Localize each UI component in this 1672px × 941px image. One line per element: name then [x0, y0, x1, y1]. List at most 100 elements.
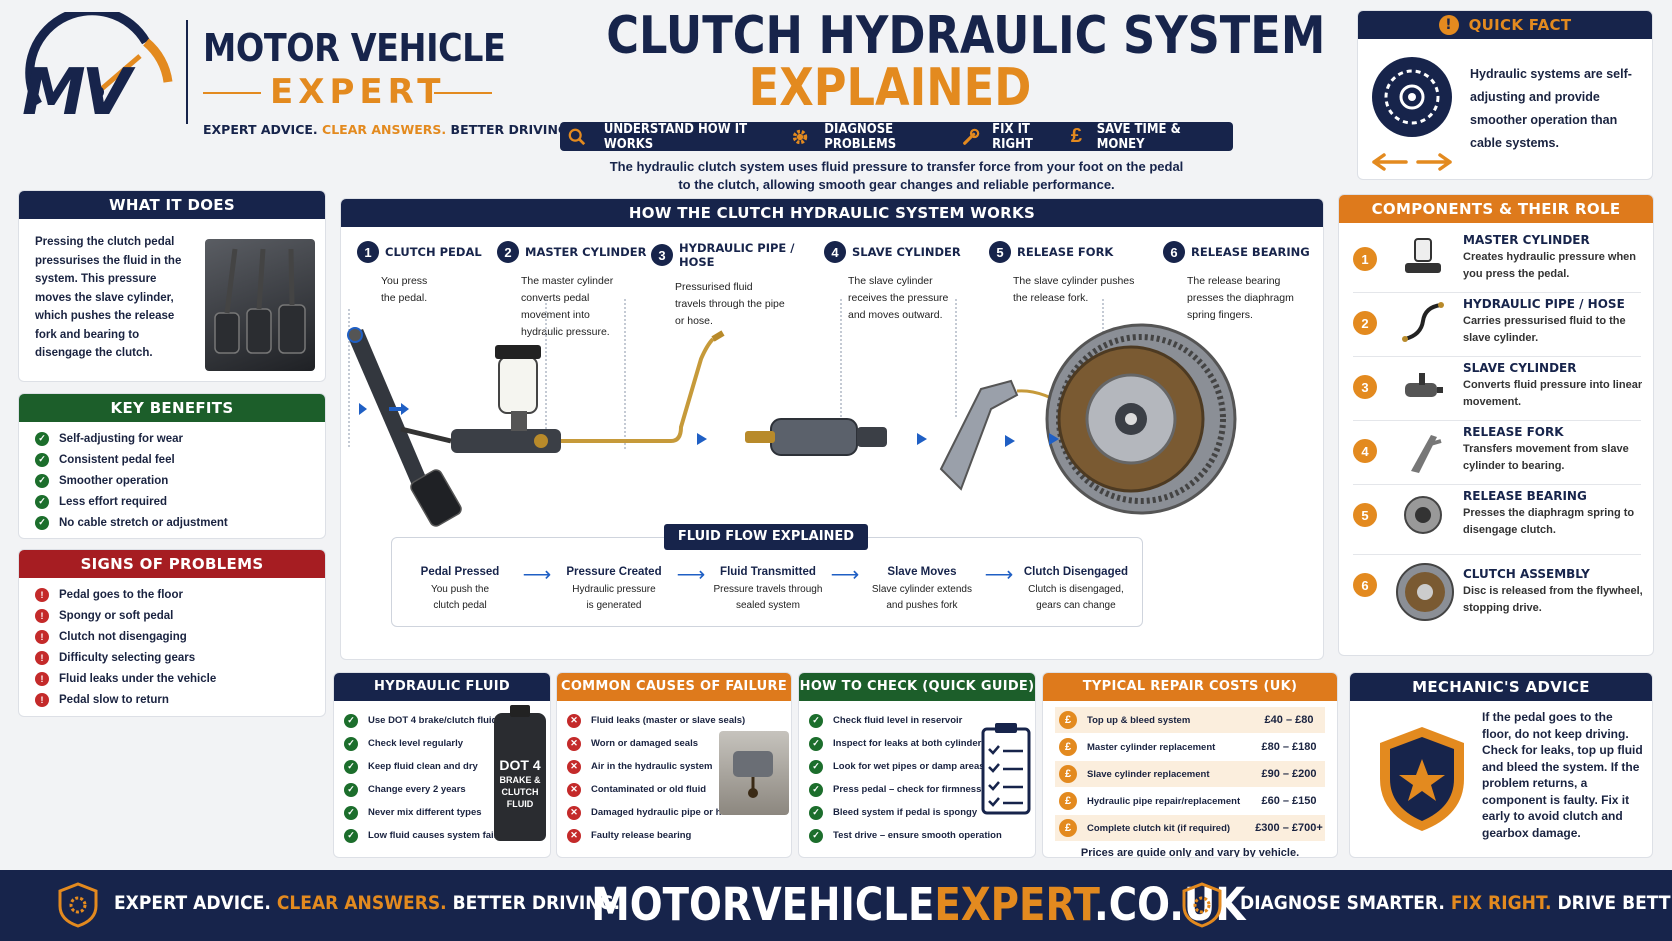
- list-item: ✓Never mix different types: [344, 801, 540, 824]
- check-icon: ✓: [344, 736, 358, 751]
- double-arrow-icon: [1372, 153, 1452, 171]
- what-it-does-card: WHAT IT DOES Pressing the clutch pedal p…: [18, 190, 326, 382]
- clutch-assembly-thumb-icon: [1396, 563, 1454, 621]
- flow-step: Slave Moves Slave cylinder extends and p…: [871, 566, 972, 611]
- key-benefits-list: ✓Self-adjusting for wear ✓Consistent ped…: [19, 422, 325, 538]
- fluid-flow-steps: Pedal Pressed You push the clutch pedal …: [400, 564, 1136, 614]
- mechanic-advice-text: If the pedal goes to the floor, do not k…: [1482, 710, 1643, 840]
- list-item: ✕Worn or damaged seals: [567, 732, 781, 755]
- list-item: ✓Bleed system if pedal is spongy: [809, 801, 1025, 824]
- shield-star-icon: [1380, 727, 1464, 831]
- list-item: ✓Smoother operation: [35, 470, 313, 491]
- list-item: ✓No cable stretch or adjustment: [35, 512, 313, 533]
- list-item: ✓Keep fluid clean and dry: [344, 755, 540, 778]
- flow-step: Pedal Pressed You push the clutch pedal: [420, 566, 500, 611]
- footer-bar: EXPERT ADVICE. CLEAR ANSWERS. BETTER DRI…: [0, 870, 1672, 941]
- leader-lines: [348, 299, 1104, 449]
- brand-tagline: EXPERT ADVICE. CLEAR ANSWERS. BETTER DRI…: [203, 122, 573, 137]
- what-it-does-header: WHAT IT DOES: [19, 191, 325, 219]
- pound-coin-icon: £: [1059, 711, 1077, 729]
- arrow-right-icon: ⟶: [522, 564, 552, 586]
- cross-icon: ✕: [567, 759, 581, 774]
- key-benefits-card: KEY BENEFITS ✓Self-adjusting for wear ✓C…: [18, 393, 326, 539]
- list-item: ✕Fluid leaks (master or slave seals): [567, 709, 781, 732]
- leaking-cylinder-image-icon: [733, 751, 773, 798]
- pound-icon: £: [1070, 125, 1082, 147]
- list-item: ✓Look for wet pipes or damp areas: [809, 755, 1025, 778]
- component-text: MASTER CYLINDER Creates hydraulic pressu…: [1463, 233, 1637, 280]
- footer-tagline-right: DIAGNOSE SMARTER. FIX RIGHT. DRIVE BETTE…: [1240, 892, 1672, 914]
- flow-step: Pressure Created Hydraulic pressure is g…: [566, 566, 662, 611]
- check-icon: ✓: [344, 713, 358, 728]
- component-text: RELEASE FORK Transfers movement from sla…: [1463, 425, 1629, 472]
- causes-list: ✕Fluid leaks (master or slave seals) ✕Wo…: [557, 701, 791, 855]
- step-number: 4: [824, 241, 846, 263]
- cost-row: £ Master cylinder replacement £80 – £180: [1055, 734, 1325, 760]
- check-icon: ✓: [809, 759, 823, 774]
- warning-icon: !: [35, 671, 49, 686]
- list-item: ✓Low fluid causes system failure: [344, 824, 540, 847]
- list-item: !Pedal slow to return: [35, 689, 313, 710]
- list-item: ✓Press pedal – check for firmness: [809, 778, 1025, 801]
- clutch-pedal-icon: [347, 327, 462, 529]
- pedals-image-icon: [214, 248, 306, 354]
- list-item: !Pedal goes to the floor: [35, 584, 313, 605]
- brand-rule-left: [203, 92, 261, 94]
- flow-step: Fluid Transmitted Pressure travels throu…: [713, 566, 823, 611]
- what-it-does-text: Pressing the clutch pedal pressurises th…: [35, 236, 182, 359]
- check-icon: ✓: [809, 782, 823, 797]
- component-item: 4 RELEASE FORK Transfers movement from s…: [1353, 421, 1641, 485]
- step-number: 2: [497, 241, 519, 263]
- mechanic-advice-card: MECHANIC'S ADVICE If the pedal goes to t…: [1349, 672, 1653, 858]
- release-bearing-thumb-icon: [1404, 496, 1442, 534]
- component-item: 1 MASTER CYLINDER Creates hydraulic pres…: [1353, 229, 1641, 293]
- list-item: ✕Faulty release bearing: [567, 824, 781, 847]
- warning-icon: !: [35, 587, 49, 602]
- check-guide-card: HOW TO CHECK (QUICK GUIDE) ✓Check fluid …: [798, 672, 1036, 858]
- list-item: !Difficulty selecting gears: [35, 647, 313, 668]
- check-icon: ✓: [35, 452, 49, 467]
- magnifier-icon: [568, 128, 586, 145]
- footer-website[interactable]: MOTORVEHICLEEXPERT.CO.UK: [591, 878, 1246, 931]
- quick-fact-text: Hydraulic systems are self-adjusting and…: [1470, 67, 1632, 150]
- wrench-icon: [963, 128, 980, 145]
- list-item: !Fluid leaks under the vehicle: [35, 668, 313, 689]
- cost-row: £ Complete clutch kit (if required) £300…: [1055, 815, 1325, 841]
- cost-row: £ Top up & bleed system £40 – £80: [1055, 707, 1325, 733]
- cost-row: £ Hydraulic pipe repair/replacement £60 …: [1055, 788, 1325, 814]
- component-number: 4: [1353, 439, 1377, 463]
- list-item: ✓Inspect for leaks at both cylinders: [809, 732, 1025, 755]
- flow-step: Clutch Disengaged Clutch is disengaged, …: [1023, 566, 1129, 611]
- check-icon: ✓: [35, 473, 49, 488]
- cross-icon: ✕: [567, 736, 581, 751]
- release-fork-thumb-icon: [1411, 435, 1442, 473]
- logo-emblem-icon: [25, 6, 173, 107]
- signs-list: !Pedal goes to the floor !Spongy or soft…: [19, 578, 325, 716]
- step-number: 5: [989, 241, 1011, 263]
- cross-icon: ✕: [567, 805, 581, 820]
- list-item: ✓Less effort required: [35, 491, 313, 512]
- pound-coin-icon: £: [1059, 819, 1077, 837]
- alert-icon: !: [1438, 15, 1459, 35]
- clutch-assembly-icon: [1045, 323, 1237, 515]
- repair-costs-note: Prices are guide only and vary by vehicl…: [1080, 847, 1300, 858]
- fluid-info-list: ✓Use DOT 4 brake/clutch fluid ✓Check lev…: [334, 701, 550, 855]
- cross-icon: ✕: [567, 782, 581, 797]
- list-item: ✕Air in the hydraulic system: [567, 755, 781, 778]
- list-item: !Spongy or soft pedal: [35, 605, 313, 626]
- pound-coin-icon: £: [1059, 792, 1077, 810]
- list-item: ✕Contaminated or old fluid: [567, 778, 781, 801]
- component-text: RELEASE BEARING Presses the diaphragm sp…: [1463, 489, 1635, 536]
- check-icon: ✓: [344, 782, 358, 797]
- component-text: CLUTCH ASSEMBLY Disc is released from th…: [1463, 567, 1643, 614]
- quick-fact-header: ! QUICK FACT: [1358, 11, 1652, 39]
- list-item: ✓Check fluid level in reservoir: [809, 709, 1025, 732]
- warning-icon: !: [35, 692, 49, 707]
- cost-row: £ Slave cylinder replacement £90 – £200: [1055, 761, 1325, 787]
- components-header: COMPONENTS & THEIR ROLE: [1339, 195, 1653, 223]
- page-title: CLUTCH HYDRAULIC SYSTEM: [606, 6, 1326, 66]
